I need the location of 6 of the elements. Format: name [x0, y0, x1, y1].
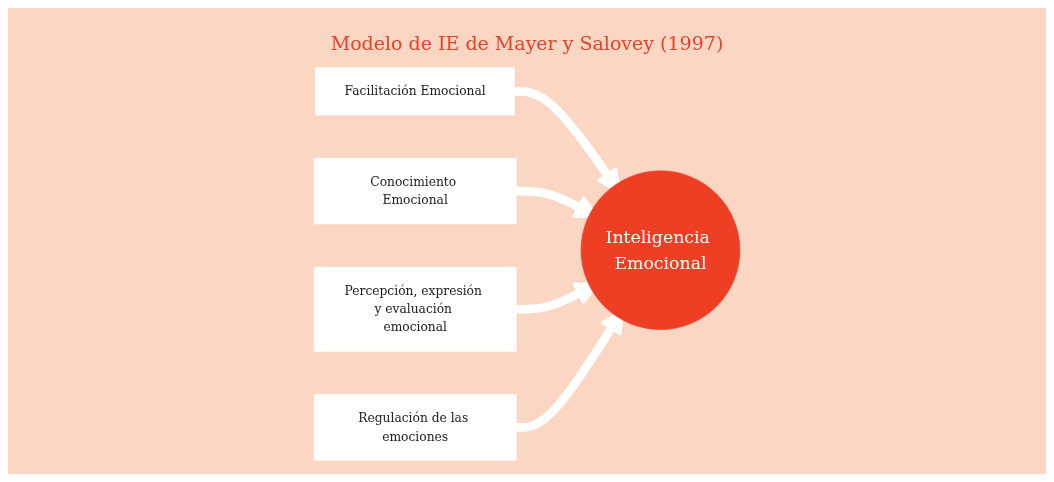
node-box: Facilitación Emocional — [315, 67, 515, 116]
node-circle: Inteligencia Emocional — [580, 170, 741, 330]
diagram-title: Modelo de IE de Mayer y Salovey (1997) — [330, 32, 724, 54]
node-box: Regulación de las emociones — [313, 394, 517, 461]
node-box: Conocimiento Emocional — [313, 157, 517, 225]
node-box: Percepción, expresión y evaluación emocional — [313, 266, 517, 352]
